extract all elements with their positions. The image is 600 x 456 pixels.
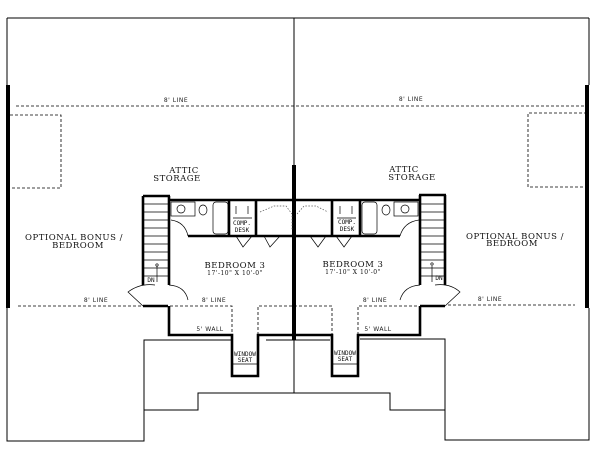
doors bbox=[127, 219, 461, 307]
left-closet-rod bbox=[259, 205, 293, 230]
left-dormer-outline bbox=[10, 114, 62, 189]
stair-tread bbox=[144, 203, 168, 277]
left-desk-label-2: DESK bbox=[235, 227, 250, 234]
left-bedroom-dims: 17'-10" X 10'-0" bbox=[207, 270, 263, 277]
right-bedroom-label: BEDROOM 3 bbox=[323, 260, 384, 270]
right-unit-walls bbox=[294, 193, 447, 378]
left-5ft-wall-label: 5' WALL bbox=[196, 326, 223, 333]
left-bath-door-swing bbox=[170, 219, 189, 237]
left-unit-labels: 8' LINE ATTIC STORAGE OPTIONAL BONUS / B… bbox=[25, 97, 265, 364]
right-toilet bbox=[381, 204, 391, 216]
right-bonus-label-2: BEDROOM bbox=[486, 239, 538, 249]
right-5ft-wall-label: 5' WALL bbox=[364, 326, 391, 333]
lower-right-roof bbox=[360, 308, 590, 441]
right-bedroom-wall-b bbox=[294, 306, 422, 378]
right-desk bbox=[337, 206, 356, 219]
building-outline bbox=[6, 17, 590, 442]
right-bedroom-8ft-line bbox=[294, 305, 333, 335]
left-bedroom-label: BEDROOM 3 bbox=[205, 261, 266, 271]
right-desk-label-1: COMP. bbox=[338, 219, 356, 226]
right-tub bbox=[361, 201, 378, 235]
right-bath-fixtures bbox=[296, 201, 419, 235]
right-unit-labels: 8' LINE ATTIC STORAGE OPTIONAL BONUS / B… bbox=[323, 96, 564, 363]
left-unit-walls bbox=[141, 194, 294, 378]
right-window-seat-label-2: SEAT bbox=[338, 356, 353, 363]
left-desk bbox=[233, 206, 252, 219]
left-closet2-door bbox=[263, 235, 281, 248]
left-bedroom-door-swing bbox=[168, 284, 189, 301]
left-bedroom-8ft-line-2 bbox=[257, 305, 294, 335]
left-stair-dn-label: DN bbox=[147, 277, 155, 284]
left-stair-treads bbox=[144, 203, 168, 282]
left-bath-fixtures bbox=[170, 201, 293, 235]
left-upper-8ft-label: 8' LINE bbox=[164, 97, 188, 104]
right-bedroom-8ft-label: 8' LINE bbox=[363, 297, 387, 304]
left-closet1-door bbox=[235, 235, 253, 248]
right-bonus-8ft-label: 8' LINE bbox=[478, 296, 502, 303]
stair-arrow-dot bbox=[155, 263, 159, 267]
right-dormer-outline bbox=[527, 112, 587, 188]
left-stair-door-swing bbox=[127, 284, 156, 307]
right-closet1-door bbox=[309, 235, 327, 248]
stair-tread bbox=[421, 203, 444, 277]
right-stair-door-swing bbox=[434, 284, 461, 307]
right-stair-dn-label: DN bbox=[435, 275, 443, 282]
left-bonus-label-1: OPTIONAL BONUS / bbox=[25, 233, 123, 243]
lower-right-step bbox=[294, 392, 445, 411]
right-window-seat-ledge bbox=[333, 363, 357, 377]
right-closet2-door bbox=[335, 235, 353, 248]
left-desk-label-1: COMP. bbox=[233, 220, 251, 227]
lower-left-step bbox=[144, 392, 294, 411]
left-toilet bbox=[198, 204, 208, 216]
left-bedroom-8ft-label: 8' LINE bbox=[202, 297, 226, 304]
right-sink bbox=[400, 204, 410, 214]
right-attic-label-2: STORAGE bbox=[388, 173, 436, 183]
right-bath-door-swing bbox=[399, 219, 420, 237]
stair-arrow-dot bbox=[430, 262, 434, 266]
right-desk-label-2: DESK bbox=[340, 226, 355, 233]
left-bonus-8ft-label: 8' LINE bbox=[84, 297, 108, 304]
left-window-seat-label-1: WINDOW bbox=[234, 351, 256, 358]
right-bonus-label-1: OPTIONAL BONUS / bbox=[466, 232, 564, 242]
eight-foot-lines bbox=[10, 105, 590, 335]
right-stair-treads bbox=[421, 203, 444, 282]
right-window-seat-label-1: WINDOW bbox=[334, 350, 356, 357]
left-bonus-label-2: BEDROOM bbox=[52, 241, 104, 251]
right-closet-rod bbox=[296, 205, 329, 215]
left-attic-label-1: ATTIC bbox=[168, 166, 199, 176]
lower-left-roof bbox=[6, 308, 232, 442]
left-vanity bbox=[170, 201, 196, 217]
left-attic-label-2: STORAGE bbox=[153, 174, 201, 184]
right-bedroom-door-swing bbox=[399, 284, 421, 301]
right-bedroom-dims: 17'-10" X 10'-0" bbox=[325, 269, 381, 276]
left-tub bbox=[212, 201, 229, 235]
left-bedroom-8ft-line bbox=[170, 305, 233, 335]
right-attic-label-1: ATTIC bbox=[388, 165, 419, 175]
left-window-seat-ledge bbox=[233, 363, 257, 377]
left-bedroom-wall-b bbox=[167, 306, 294, 378]
left-window-seat-label-2: SEAT bbox=[238, 357, 253, 364]
right-vanity bbox=[393, 201, 419, 217]
left-sink bbox=[176, 204, 186, 214]
right-upper-8ft-label: 8' LINE bbox=[399, 96, 423, 103]
